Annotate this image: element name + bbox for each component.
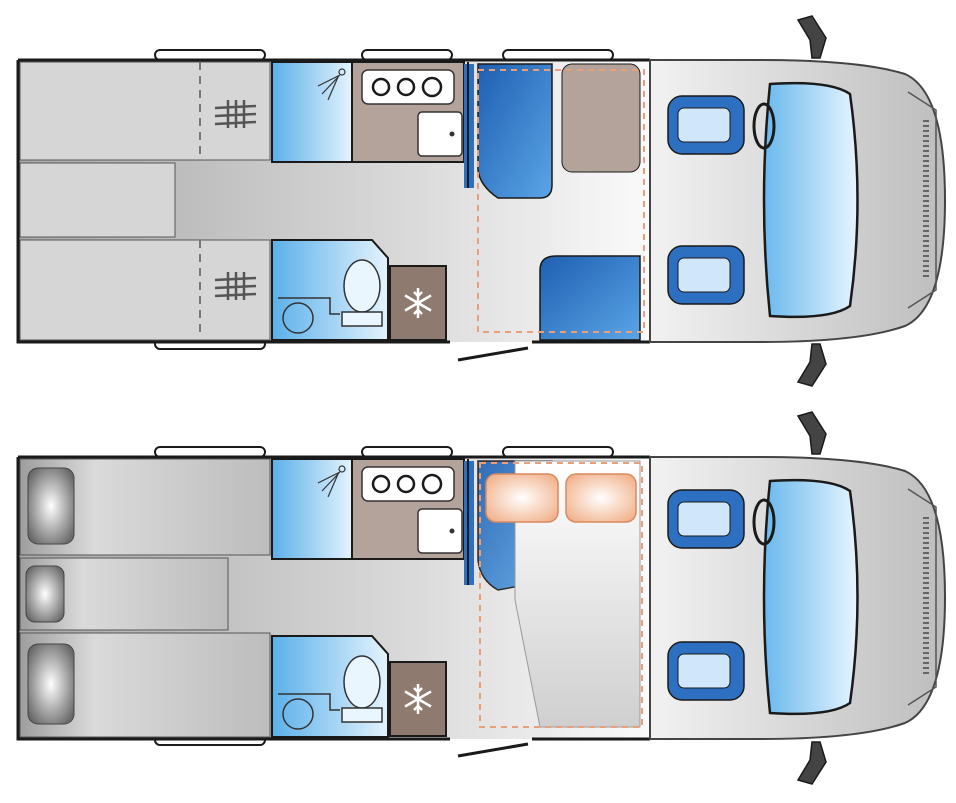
windscreen-dashboard: [762, 81, 859, 319]
rear-single-bed: [19, 239, 271, 341]
snowflake-icon: [404, 288, 432, 318]
dinette-bench-rear: [477, 63, 553, 199]
side-mirror: [796, 741, 827, 785]
vent-lines-icon: [214, 272, 257, 300]
vent-lines-icon: [214, 100, 257, 128]
burner: [421, 473, 443, 495]
sink: [417, 111, 463, 157]
driver-seat: [667, 95, 745, 155]
washbasin: [282, 302, 314, 334]
burner: [371, 77, 391, 97]
rear-middle-bench: [19, 162, 176, 238]
pillow: [565, 473, 637, 523]
night-layout-plan: [16, 411, 947, 785]
side-mirror: [796, 343, 827, 387]
dinette-table: [561, 63, 641, 173]
passenger-seat: [667, 245, 745, 305]
entry-door[interactable]: [457, 346, 529, 362]
driver-seat: [667, 489, 745, 549]
washbasin-counter: [278, 693, 340, 711]
shower-head-icon: [317, 68, 346, 101]
cab-bonnet-line: [907, 91, 937, 309]
burner: [371, 474, 391, 494]
outer-wall: [16, 58, 650, 344]
pillow: [25, 565, 65, 623]
sink-drain: [449, 131, 455, 137]
pillow: [485, 473, 559, 523]
side-mirror: [796, 15, 827, 59]
toilet-cistern: [341, 707, 383, 723]
pullout-bed-outline: [479, 462, 643, 728]
shower-head-icon: [317, 465, 346, 498]
sink-drain: [449, 528, 455, 534]
rear-single-bed: [19, 61, 271, 161]
windscreen-dashboard: [762, 478, 859, 716]
pullout-bed-outline: [477, 69, 645, 333]
entry-door[interactable]: [457, 742, 529, 758]
toilet-icon: [343, 655, 381, 709]
toilet-icon: [343, 259, 381, 313]
steering-wheel: [752, 498, 776, 546]
toilet-cistern: [341, 311, 383, 327]
washbasin-counter: [278, 297, 340, 315]
shower-cubicle: [271, 61, 353, 163]
day-layout-plan: [16, 15, 947, 387]
steering-wheel: [752, 102, 776, 150]
outer-wall: [16, 455, 650, 741]
shower-cubicle: [271, 458, 353, 560]
burner: [396, 77, 416, 97]
burner: [396, 474, 416, 494]
washbasin: [282, 698, 314, 730]
pillow: [27, 467, 75, 545]
sink: [417, 508, 463, 554]
side-mirror: [796, 411, 827, 455]
snowflake-icon: [404, 684, 432, 714]
dinette-bench-front: [539, 255, 641, 341]
cab-bonnet-line: [907, 488, 937, 706]
pillow: [27, 643, 75, 725]
passenger-seat: [667, 641, 745, 701]
burner: [421, 76, 443, 98]
